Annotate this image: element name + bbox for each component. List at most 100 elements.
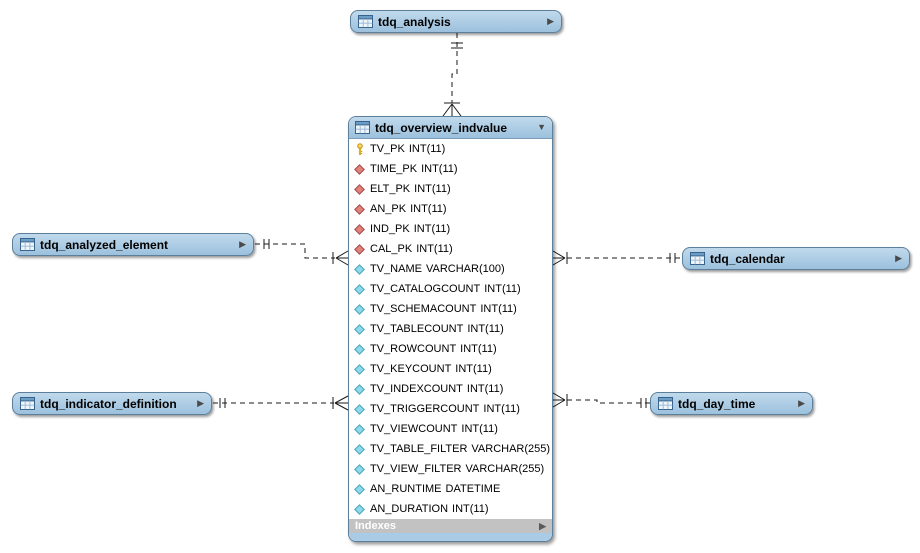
column-name: TV_INDEXCOUNT bbox=[370, 383, 463, 395]
column-name: TV_SCHEMACOUNT bbox=[370, 303, 477, 315]
table-icon bbox=[20, 397, 35, 410]
column-diamond-icon bbox=[353, 463, 366, 476]
column-type: INT(11) bbox=[413, 223, 451, 235]
column-row[interactable]: TV_SCHEMACOUNT INT(11) bbox=[349, 299, 552, 319]
column-type: INT(11) bbox=[452, 503, 489, 515]
column-diamond-icon bbox=[353, 283, 366, 296]
column-name: TV_VIEWCOUNT bbox=[370, 423, 458, 435]
table-icon bbox=[355, 121, 370, 134]
column-row[interactable]: AN_RUNTIME DATETIME bbox=[349, 479, 552, 499]
expand-arrow-icon[interactable]: ▶ bbox=[895, 253, 902, 263]
column-diamond-icon bbox=[353, 363, 366, 376]
column-row[interactable]: TV_TABLE_FILTER VARCHAR(255) bbox=[349, 439, 552, 459]
indexes-expand-icon[interactable]: ▶ bbox=[539, 520, 546, 531]
column-diamond-icon bbox=[353, 483, 366, 496]
column-type: INT(11) bbox=[466, 383, 504, 395]
column-name: TV_CATALOGCOUNT bbox=[370, 283, 481, 295]
column-list: TV_PK INT(11) TIME_PK INT(11) ELT_PK INT… bbox=[349, 139, 552, 519]
table-header[interactable]: tdq_overview_indvalue ▼ bbox=[349, 117, 552, 139]
expand-arrow-icon[interactable]: ▶ bbox=[798, 398, 805, 408]
table-title: tdq_analysis bbox=[378, 14, 451, 29]
column-name: AN_PK bbox=[370, 203, 407, 215]
column-diamond-icon bbox=[353, 303, 366, 316]
column-type: INT(11) bbox=[408, 143, 446, 155]
column-diamond-icon bbox=[353, 503, 366, 516]
expand-arrow-icon[interactable]: ▶ bbox=[197, 398, 204, 408]
column-diamond-icon bbox=[353, 443, 366, 456]
column-row[interactable]: TV_TABLECOUNT INT(11) bbox=[349, 319, 552, 339]
table-tdq-calendar[interactable]: tdq_calendar ▶ bbox=[682, 247, 910, 270]
column-row[interactable]: IND_PK INT(11) bbox=[349, 219, 552, 239]
column-diamond-icon bbox=[353, 323, 366, 336]
column-name: IND_PK bbox=[370, 223, 410, 235]
relationship-analysis-overview[interactable] bbox=[442, 33, 463, 117]
column-name: TV_TRIGGERCOUNT bbox=[370, 403, 480, 415]
column-name: TV_TABLECOUNT bbox=[370, 323, 464, 335]
expand-arrow-icon[interactable]: ▶ bbox=[547, 16, 554, 26]
table-tdq-indicator-definition[interactable]: tdq_indicator_definition ▶ bbox=[12, 392, 212, 415]
table-bottom-strip bbox=[349, 533, 552, 541]
table-title: tdq_overview_indvalue bbox=[375, 120, 508, 135]
column-name: TV_NAME bbox=[370, 263, 422, 275]
indexes-label: Indexes bbox=[355, 520, 396, 532]
column-row[interactable]: TV_CATALOGCOUNT INT(11) bbox=[349, 279, 552, 299]
column-diamond-icon bbox=[353, 423, 366, 436]
column-diamond-icon bbox=[353, 383, 366, 396]
table-icon bbox=[20, 238, 35, 251]
column-row[interactable]: ELT_PK INT(11) bbox=[349, 179, 552, 199]
column-row[interactable]: TV_VIEWCOUNT INT(11) bbox=[349, 419, 552, 439]
column-row[interactable]: AN_PK INT(11) bbox=[349, 199, 552, 219]
table-title: tdq_indicator_definition bbox=[40, 396, 177, 411]
column-row[interactable]: TV_INDEXCOUNT INT(11) bbox=[349, 379, 552, 399]
table-tdq-analysis[interactable]: tdq_analysis ▶ bbox=[350, 10, 562, 33]
column-type: VARCHAR(255) bbox=[465, 463, 545, 475]
foreign-key-icon bbox=[353, 243, 366, 256]
collapse-arrow-icon[interactable]: ▼ bbox=[537, 122, 546, 132]
column-type: INT(11) bbox=[461, 423, 498, 435]
relationship-overview-daytime[interactable] bbox=[552, 392, 650, 408]
column-row[interactable]: TIME_PK INT(11) bbox=[349, 159, 552, 179]
column-type: VARCHAR(255) bbox=[471, 443, 551, 455]
column-type: INT(11) bbox=[410, 203, 447, 215]
column-row[interactable]: TV_ROWCOUNT INT(11) bbox=[349, 339, 552, 359]
column-name: AN_DURATION bbox=[370, 503, 449, 515]
column-type: VARCHAR(100) bbox=[425, 263, 505, 275]
table-tdq-overview-indvalue[interactable]: tdq_overview_indvalue ▼ TV_PK INT(11) TI… bbox=[348, 116, 553, 542]
column-row[interactable]: TV_TRIGGERCOUNT INT(11) bbox=[349, 399, 552, 419]
column-type: INT(11) bbox=[467, 323, 504, 335]
column-type: INT(11) bbox=[421, 163, 458, 175]
column-type: INT(11) bbox=[460, 343, 497, 355]
table-icon bbox=[658, 397, 673, 410]
table-title: tdq_calendar bbox=[710, 251, 785, 266]
column-name: ELT_PK bbox=[370, 183, 411, 195]
column-row[interactable]: AN_DURATION INT(11) bbox=[349, 499, 552, 519]
indexes-section[interactable]: Indexes ▶ bbox=[349, 519, 552, 533]
relationship-analyzed-element-overview[interactable] bbox=[255, 239, 349, 266]
column-type: INT(11) bbox=[455, 363, 492, 375]
column-row[interactable]: TV_NAME VARCHAR(100) bbox=[349, 259, 552, 279]
column-diamond-icon bbox=[353, 403, 366, 416]
expand-arrow-icon[interactable]: ▶ bbox=[239, 239, 246, 249]
column-row[interactable]: CAL_PK INT(11) bbox=[349, 239, 552, 259]
relationship-overview-calendar[interactable] bbox=[552, 250, 682, 266]
table-title: tdq_analyzed_element bbox=[40, 237, 169, 252]
column-row[interactable]: TV_VIEW_FILTER VARCHAR(255) bbox=[349, 459, 552, 479]
foreign-key-icon bbox=[353, 203, 366, 216]
table-tdq-day-time[interactable]: tdq_day_time ▶ bbox=[650, 392, 813, 415]
column-name: TV_ROWCOUNT bbox=[370, 343, 457, 355]
table-title: tdq_day_time bbox=[678, 396, 756, 411]
column-diamond-icon bbox=[353, 263, 366, 276]
column-name: TV_PK bbox=[370, 143, 405, 155]
relationship-indicator-definition-overview[interactable] bbox=[213, 395, 349, 411]
column-row[interactable]: TV_KEYCOUNT INT(11) bbox=[349, 359, 552, 379]
primary-key-icon bbox=[353, 142, 366, 156]
table-tdq-analyzed-element[interactable]: tdq_analyzed_element ▶ bbox=[12, 233, 254, 256]
foreign-key-icon bbox=[353, 183, 366, 196]
column-type: INT(11) bbox=[416, 243, 453, 255]
table-icon bbox=[358, 15, 373, 28]
column-type: INT(11) bbox=[480, 303, 517, 315]
column-name: TV_TABLE_FILTER bbox=[370, 443, 468, 455]
column-type: DATETIME bbox=[445, 483, 501, 495]
column-row[interactable]: TV_PK INT(11) bbox=[349, 139, 552, 159]
